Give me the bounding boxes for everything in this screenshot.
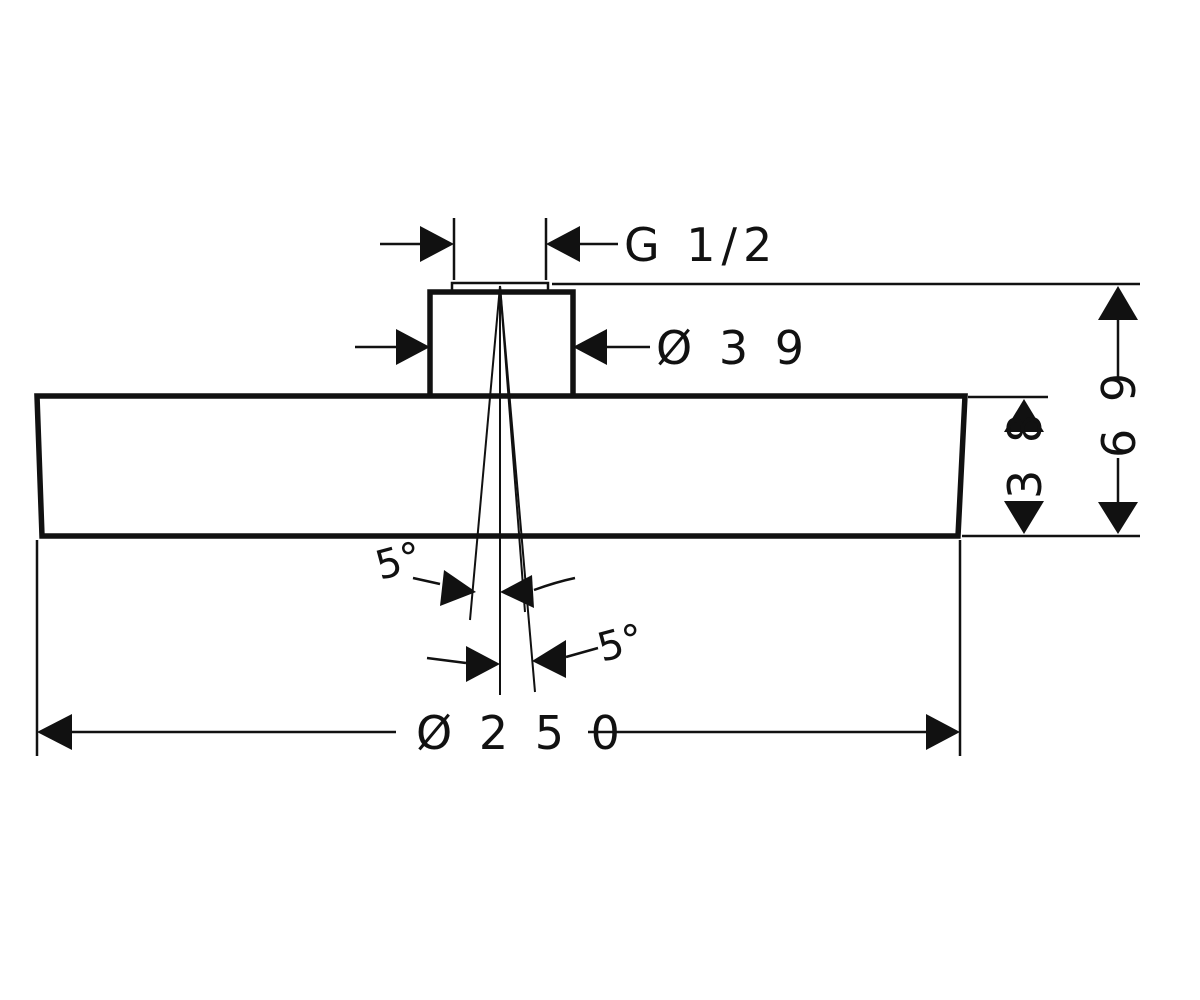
arrowhead [573, 329, 607, 365]
thread-label: G 1/2 [624, 218, 778, 272]
arrowhead [1004, 501, 1044, 534]
arrowhead [1098, 286, 1138, 320]
total-height-label: 6 9 [1092, 367, 1146, 458]
arrowhead [1004, 399, 1044, 432]
arrowhead [546, 226, 580, 262]
arrowhead [37, 714, 72, 750]
arrowhead [1098, 502, 1138, 534]
thread-dimension: G 1/2 [380, 218, 778, 280]
arrowhead [396, 329, 430, 365]
spray-angle-lower-dimension: 5° [426, 615, 649, 682]
arrowhead [926, 714, 960, 750]
arrowhead [466, 646, 500, 682]
arrowhead [500, 575, 534, 608]
head-disc [34, 393, 968, 539]
total-height-dimension: 6 9 [552, 282, 1146, 534]
connector-diameter-dimension: Ø 3 9 [355, 321, 810, 375]
spray-angle-lines [469, 285, 536, 695]
head-height-label: 3 8 [998, 408, 1052, 499]
spray-angle-upper-label: 5° [371, 533, 427, 589]
arrowhead [532, 640, 566, 678]
arrowhead [440, 570, 476, 606]
connector-diameter-label: Ø 3 9 [656, 321, 810, 375]
head-height-dimension: 3 8 [962, 395, 1140, 538]
spray-angle-lower-label: 5° [593, 615, 649, 671]
spray-angle-upper-dimension: 5° [371, 533, 576, 608]
arrowhead [420, 226, 454, 262]
head-diameter-dimension: Ø 2 5 0 [35, 540, 962, 760]
head-diameter-label: Ø 2 5 0 [416, 706, 626, 760]
